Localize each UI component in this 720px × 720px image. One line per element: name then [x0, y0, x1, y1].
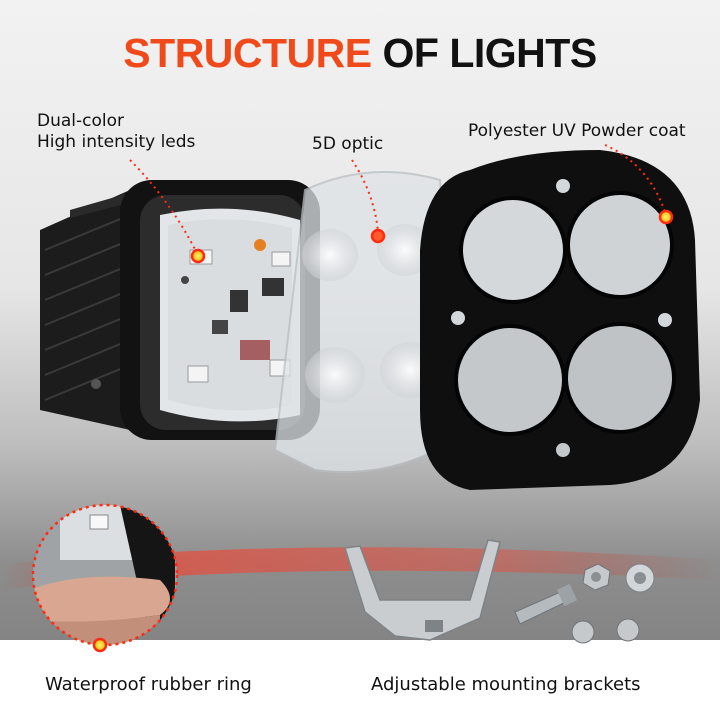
front-bezel	[420, 150, 700, 490]
title-accent: STRUCTURE	[123, 30, 372, 76]
label-rubber-ring: Waterproof rubber ring	[45, 674, 252, 695]
circuit-board	[160, 208, 300, 422]
callout-leds: Dual-color High intensity leds	[37, 111, 195, 153]
mounting-bracket	[344, 539, 501, 641]
title-rest: OF LIGHTS	[382, 30, 598, 76]
bottom-label-band	[0, 640, 720, 720]
page-title: STRUCTURE OF LIGHTS	[0, 30, 720, 77]
callout-dots	[92, 209, 674, 653]
callout-leds-line1: Dual-color	[37, 111, 125, 131]
screws-and-washers	[514, 563, 655, 644]
callout-coat: Polyester UV Powder coat	[468, 121, 686, 141]
rubber-ring-detail	[31, 503, 179, 647]
label-mounting-brackets: Adjustable mounting brackets	[371, 674, 641, 695]
callout-leds-line2: High intensity leds	[37, 132, 196, 152]
callout-optic: 5D optic	[312, 134, 384, 154]
optic-lens	[273, 171, 457, 473]
